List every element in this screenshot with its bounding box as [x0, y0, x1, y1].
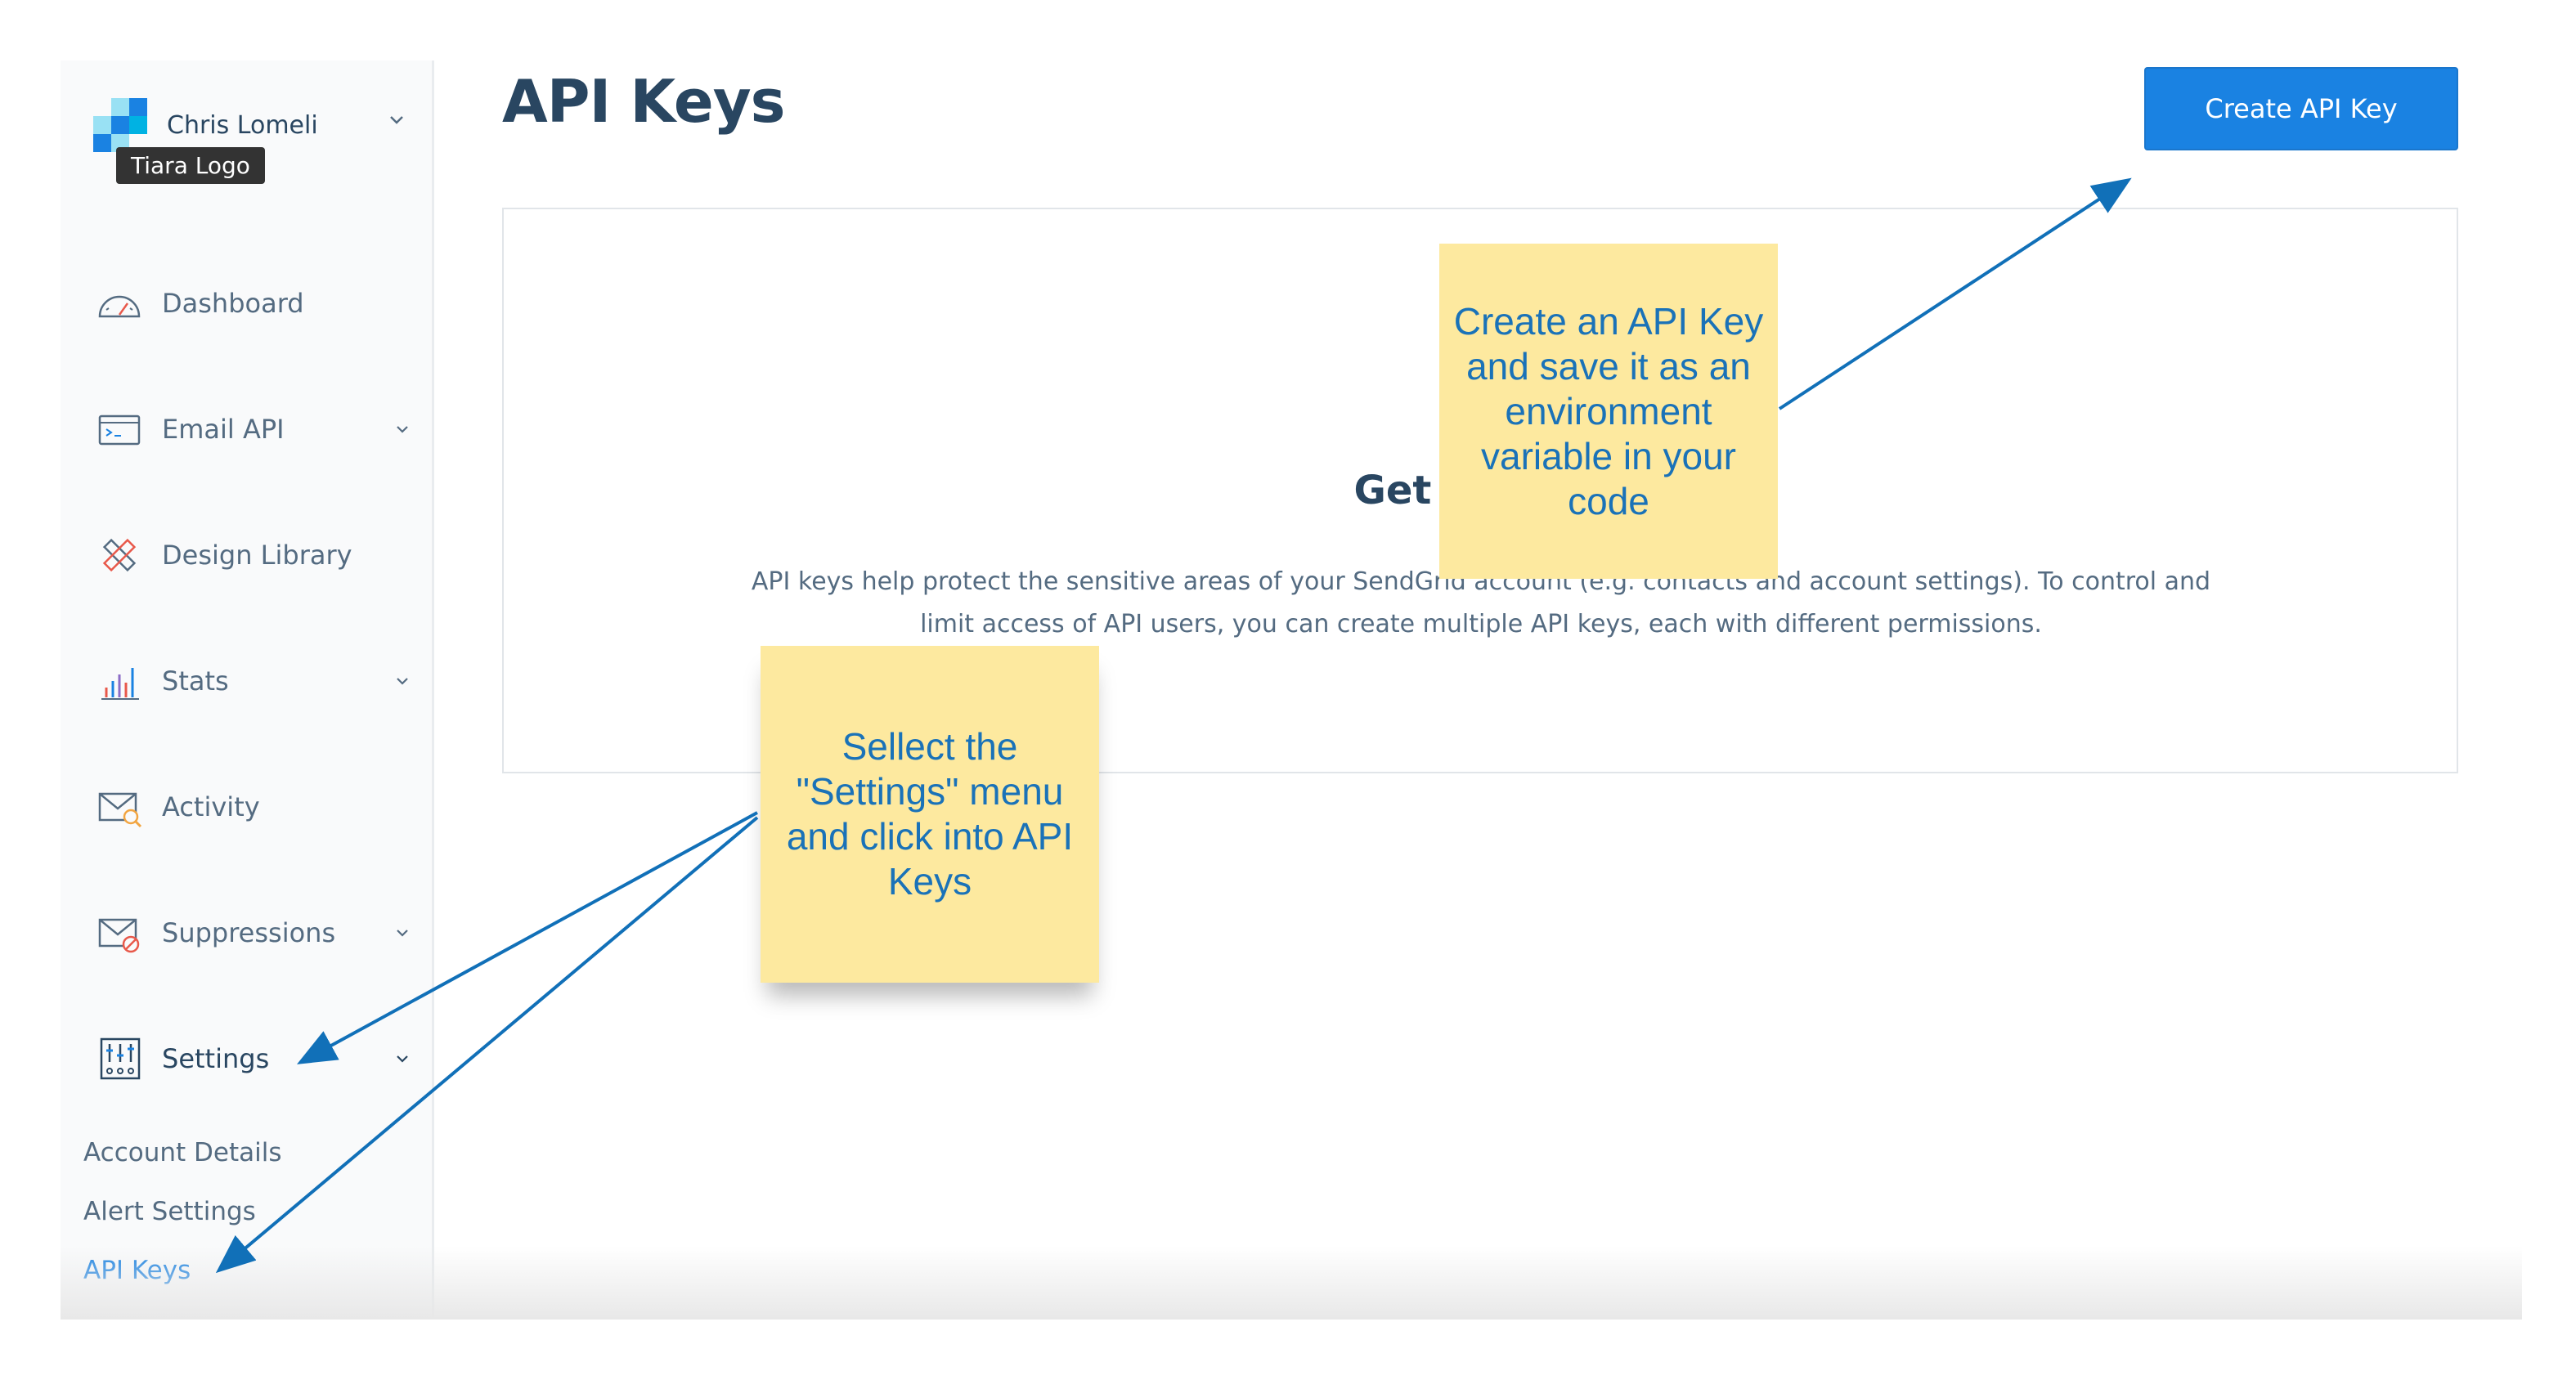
dashboard-gauge-icon — [98, 295, 141, 318]
sidebar-item-label: Stats — [162, 665, 229, 697]
chevron-down-icon — [397, 678, 408, 685]
sidebar-item-settings[interactable]: Settings — [95, 1030, 414, 1087]
suppressions-envelope-icon — [98, 918, 140, 953]
sidebar-item-stats[interactable]: Stats — [95, 652, 414, 710]
settings-subitem-account-details[interactable]: Account Details — [83, 1138, 282, 1167]
sidebar-item-dashboard[interactable]: Dashboard — [95, 275, 414, 332]
design-library-icon — [102, 538, 137, 572]
page-title: API Keys — [502, 67, 785, 136]
create-api-key-button[interactable]: Create API Key — [2144, 67, 2458, 150]
sidebar-item-activity[interactable]: Activity — [95, 778, 414, 836]
logo-tooltip: Tiara Logo — [116, 147, 265, 184]
account-name: Chris Lomeli — [167, 111, 318, 140]
annotation-text: Sellect the "Settings" menu and click in… — [786, 725, 1074, 903]
sidebar-item-label: Design Library — [162, 540, 352, 571]
annotation-text: Create an API Key and save it as an envi… — [1453, 299, 1764, 522]
annotation-note-settings: Sellect the "Settings" menu and click in… — [761, 646, 1099, 983]
chevron-down-icon[interactable] — [384, 108, 409, 132]
sidebar-item-email-api[interactable]: Email API — [95, 401, 414, 458]
tiara-logo-icon — [93, 98, 147, 152]
sidebar: Chris Lomeli Tiara Logo Dashboard — [61, 60, 434, 1320]
settings-subitem-api-keys[interactable]: API Keys — [83, 1256, 191, 1285]
account-switcher[interactable]: Chris Lomeli — [93, 98, 412, 155]
sidebar-item-label: Suppressions — [162, 917, 336, 948]
chevron-down-icon — [397, 930, 408, 937]
sidebar-item-label: Email API — [162, 414, 285, 445]
email-api-icon — [98, 414, 141, 446]
sidebar-item-label: Settings — [162, 1043, 270, 1074]
sidebar-item-design-library[interactable]: Design Library — [95, 526, 414, 584]
empty-state-description: API keys help protect the sensitive area… — [751, 567, 2211, 638]
chevron-down-icon — [397, 1055, 408, 1063]
sidebar-item-label: Dashboard — [162, 288, 304, 319]
activity-envelope-icon — [98, 792, 142, 828]
chevron-down-icon — [397, 426, 408, 433]
settings-sliders-icon — [100, 1037, 141, 1080]
settings-subitem-alert-settings[interactable]: Alert Settings — [83, 1197, 256, 1226]
annotation-note-create-key: Create an API Key and save it as an envi… — [1439, 244, 1778, 579]
sidebar-item-suppressions[interactable]: Suppressions — [95, 904, 414, 961]
sendgrid-app-window: Chris Lomeli Tiara Logo Dashboard — [61, 60, 2522, 1320]
stats-chart-icon — [101, 668, 139, 700]
sidebar-item-label: Activity — [162, 791, 260, 822]
